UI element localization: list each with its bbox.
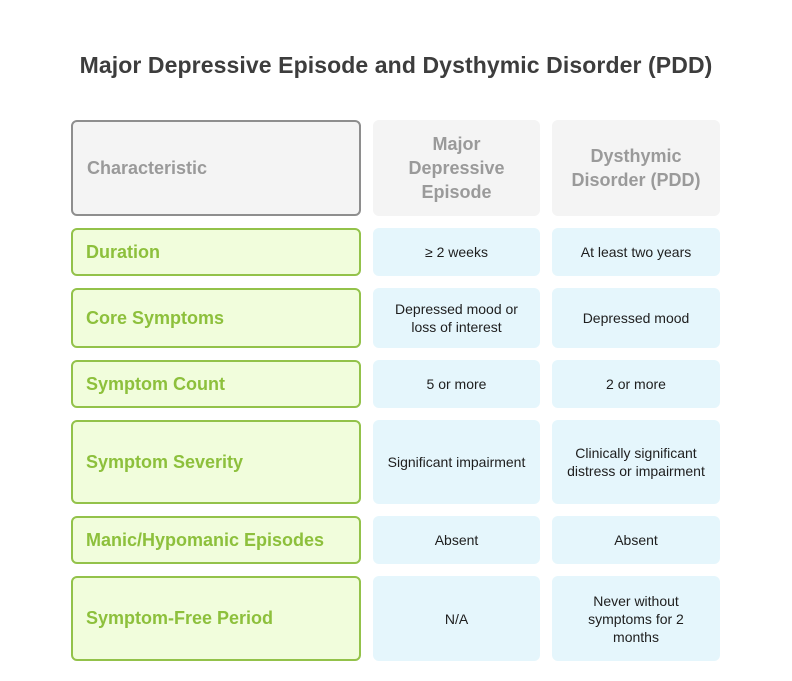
cell-mde-duration: ≥ 2 weeks [373,228,540,276]
cell-pdd-symptom-free-period: Never without symptoms for 2 months [552,576,720,661]
header-major-depressive-episode: Major Depressive Episode [373,120,540,216]
cell-mde-manic-hypomanic-episodes: Absent [373,516,540,564]
header-characteristic: Characteristic [71,120,361,216]
header-dysthymic-disorder: Dysthymic Disorder (PDD) [552,120,720,216]
cell-pdd-core-symptoms: Depressed mood [552,288,720,348]
row-label-core-symptoms: Core Symptoms [71,288,361,348]
cell-mde-symptom-count: 5 or more [373,360,540,408]
cell-mde-core-symptoms: Depressed mood or loss of interest [373,288,540,348]
row-label-duration: Duration [71,228,361,276]
row-label-symptom-free-period: Symptom-Free Period [71,576,361,661]
cell-pdd-symptom-count: 2 or more [552,360,720,408]
cell-pdd-manic-hypomanic-episodes: Absent [552,516,720,564]
cell-pdd-symptom-severity: Clinically significant distress or impai… [552,420,720,504]
row-label-symptom-severity: Symptom Severity [71,420,361,504]
cell-mde-symptom-severity: Significant impairment [373,420,540,504]
page-title: Major Depressive Episode and Dysthymic D… [79,52,713,78]
row-label-symptom-count: Symptom Count [71,360,361,408]
cell-pdd-duration: At least two years [552,228,720,276]
comparison-table: Characteristic Major Depressive Episode … [71,120,720,661]
cell-mde-symptom-free-period: N/A [373,576,540,661]
row-label-manic-hypomanic-episodes: Manic/Hypomanic Episodes [71,516,361,564]
